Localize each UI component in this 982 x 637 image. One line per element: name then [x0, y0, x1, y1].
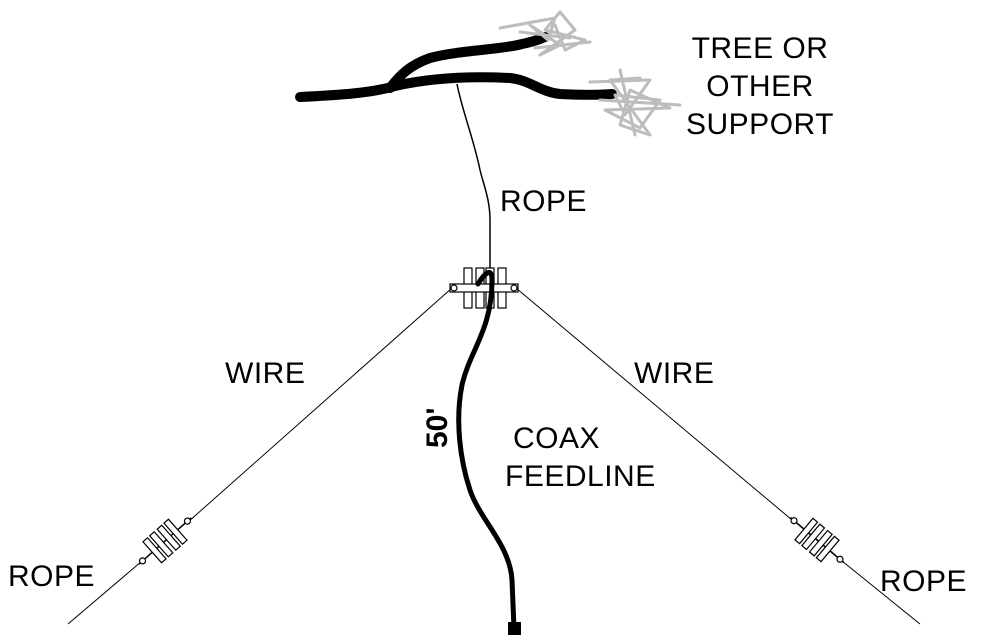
rope-left-end — [67, 560, 143, 625]
rope-top-label: ROPE — [500, 185, 588, 218]
end-insulator-left — [138, 517, 192, 565]
wire-left-label: WIRE — [225, 357, 306, 390]
end-insulator-right — [789, 516, 845, 564]
rope-left-label: ROPE — [8, 560, 96, 593]
tree-branch — [295, 32, 617, 102]
foliage-upper — [498, 10, 592, 57]
rope-top — [456, 83, 491, 270]
foliage — [498, 10, 682, 137]
support-label-line-2: OTHER — [706, 70, 814, 103]
support-label-line-3: SUPPORT — [686, 108, 834, 141]
coax-label-line-2: FEEDLINE — [505, 460, 656, 493]
foliage-lower — [588, 68, 682, 137]
coax-label-line-1: COAX — [513, 422, 601, 455]
rope-right-end — [841, 560, 921, 625]
support-label: TREE OR OTHER SUPPORT — [680, 30, 840, 144]
branch-upper — [385, 32, 550, 93]
coax-label: COAX FEEDLINE — [505, 420, 656, 496]
support-label-line-1: TREE OR — [691, 32, 829, 65]
coax-connector — [508, 622, 521, 635]
wire-left — [187, 287, 453, 523]
wire-right-label: WIRE — [634, 357, 715, 390]
coax-feedline — [456, 269, 517, 631]
coax-length-label: 50' — [421, 407, 454, 448]
wire-right — [515, 287, 793, 521]
rope-right-label: ROPE — [880, 565, 968, 598]
branch-lower — [295, 72, 617, 102]
antenna-wires — [67, 287, 921, 625]
